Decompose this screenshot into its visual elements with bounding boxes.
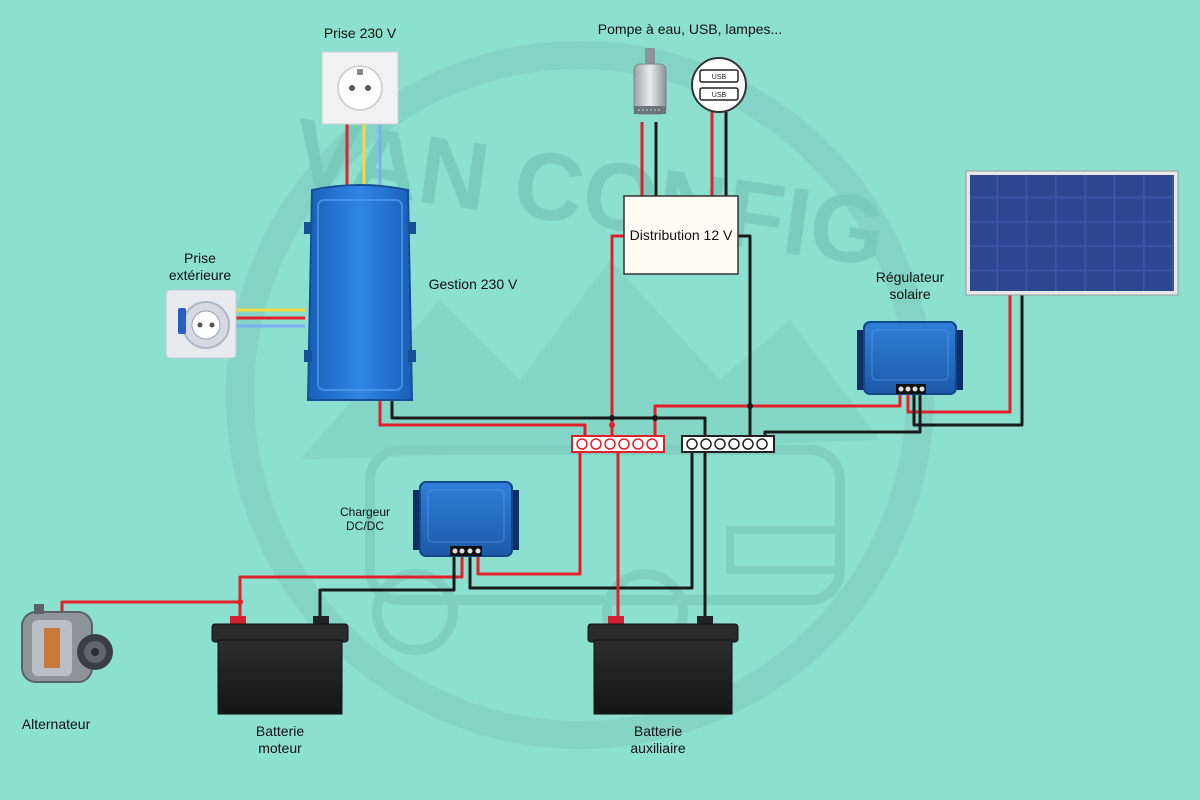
label-chargeur: Chargeur DC/DC (330, 505, 400, 533)
negative-busbar-icon (681, 435, 775, 453)
label-alternateur: Alternateur (21, 716, 91, 732)
label-prise-ext: Prise extérieure (150, 250, 250, 284)
positive-busbar-icon (571, 435, 665, 453)
battery-icon (211, 616, 349, 715)
label-regulateur-line2: solaire (889, 286, 931, 302)
wire-solar-pos (906, 292, 1012, 414)
wire-inverter-pos (378, 400, 587, 440)
distribution-box-icon (623, 195, 739, 275)
label-batterie-moteur-line1: Batterie (255, 723, 305, 739)
usb-port-label: USB (712, 74, 727, 81)
wire-dcdc-in-pos (238, 555, 464, 620)
wire-reg-pos (653, 390, 902, 440)
wire-dcdc-out-neg (468, 452, 694, 590)
solar-panel-icon (965, 170, 1179, 296)
label-batterie-moteur: Batterie moteur (230, 723, 330, 757)
wire-dcdc-in-neg (318, 555, 456, 620)
water-pump-icon (633, 48, 667, 115)
french-socket-icon (321, 51, 399, 125)
label-regulateur: Régulateur solaire (858, 269, 962, 303)
usb-outlet-icon: USB USB (691, 57, 747, 113)
label-distribution-12: Distribution 12 V (629, 227, 733, 243)
wire-alternator (60, 600, 240, 612)
label-gestion-230: Gestion 230 V (428, 276, 518, 292)
label-loads: Pompe à eau, USB, lampes... (597, 21, 783, 37)
label-prise-230: Prise 230 V (323, 25, 397, 41)
inverter-charger-icon (304, 184, 416, 401)
outdoor-plug-icon (165, 289, 237, 359)
dc-dc-charger-icon (413, 481, 519, 557)
label-chargeur-line2: DC/DC (346, 519, 384, 533)
wire-distrib-pos (610, 234, 624, 440)
wire-dcdc-out-pos (476, 452, 582, 576)
label-batterie-aux: Batterie auxiliaire (608, 723, 708, 757)
wire-distrib-neg (738, 234, 752, 440)
wire-solar-neg (912, 292, 1024, 427)
label-batterie-moteur-line2: moteur (258, 740, 302, 756)
junction-dots (237, 403, 753, 605)
charge-controller-icon (857, 321, 963, 395)
battery-icon (587, 616, 739, 715)
label-prise-ext-line2: extérieure (168, 267, 232, 283)
wire-inverter-neg (390, 400, 707, 440)
alternator-icon (21, 604, 113, 683)
label-prise-ext-line1: Prise (184, 250, 216, 266)
label-batterie-aux-line1: Batterie (633, 723, 683, 739)
label-regulateur-line1: Régulateur (875, 269, 945, 285)
label-chargeur-line1: Chargeur (339, 505, 391, 519)
label-batterie-aux-line2: auxiliaire (630, 740, 686, 756)
usb-port-label: USB (712, 92, 727, 99)
